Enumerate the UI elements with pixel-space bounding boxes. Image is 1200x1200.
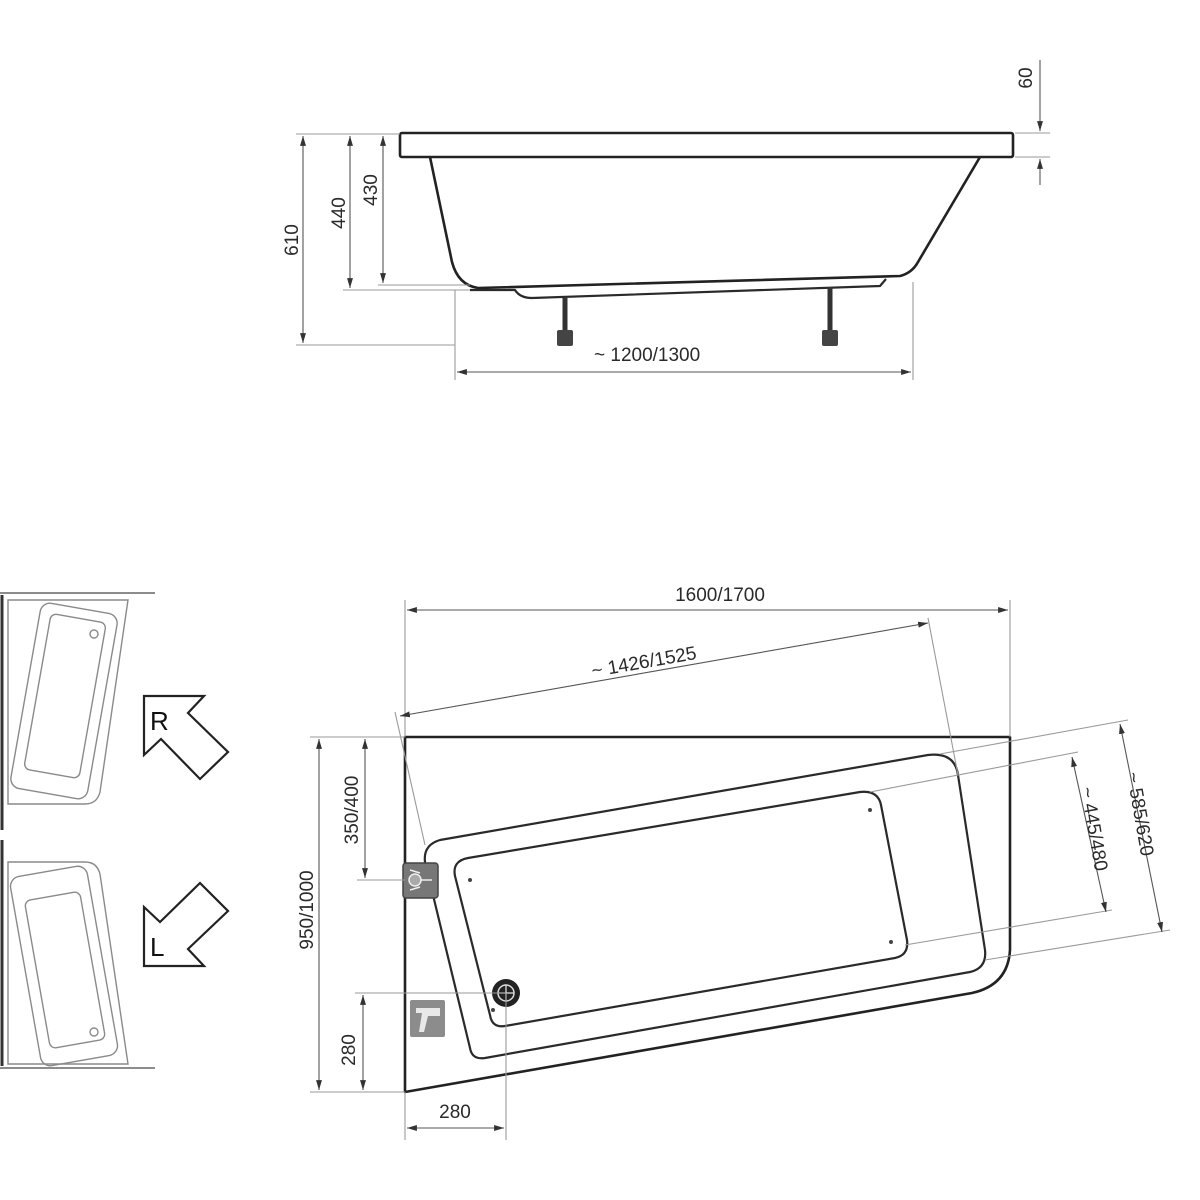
dim-label-445-480: ~ 445/480 bbox=[1076, 785, 1111, 872]
plan-view: 1600/1700 ~ 1426/1525 950/1000 350/400 2… bbox=[297, 585, 1171, 1140]
tub-outline bbox=[403, 735, 1012, 1094]
leg-right bbox=[822, 287, 838, 346]
side-view: 610 440 430 60 ~ 1200/1300 bbox=[282, 60, 1050, 380]
tub-body bbox=[428, 156, 982, 290]
dim-line-585 bbox=[1119, 723, 1163, 933]
arrow-left-orientation: L bbox=[142, 881, 230, 968]
overflow-valve-icon bbox=[402, 862, 439, 899]
tub-rim-inner-edge bbox=[423, 753, 987, 1060]
dim-label-585-620: ~ 585/620 bbox=[1122, 770, 1157, 857]
dim-label-280-horizontal: 280 bbox=[439, 1102, 471, 1123]
dim-label-60: 60 bbox=[1016, 67, 1037, 88]
tub-basin bbox=[453, 790, 909, 1028]
basin-marker-dots bbox=[468, 808, 893, 1012]
dim-label-280-vertical: 280 bbox=[339, 1034, 360, 1066]
dim-line-445 bbox=[1071, 756, 1107, 913]
dim-label-440: 440 bbox=[329, 197, 350, 229]
thumbnail-left-hand-tub bbox=[7, 861, 129, 1067]
orientation-label-r: R bbox=[150, 706, 169, 736]
tub-base-frame bbox=[470, 278, 887, 300]
dim-label-350-400: 350/400 bbox=[342, 776, 363, 845]
orientation-label-l: L bbox=[150, 932, 164, 962]
faucet-position-icon bbox=[410, 1000, 445, 1037]
dim-label-1600-1700: 1600/1700 bbox=[675, 585, 765, 606]
dim-label-1200-1300: ~ 1200/1300 bbox=[594, 345, 700, 366]
orientation-legend: R L bbox=[0, 592, 230, 1069]
dim-label-950-1000: 950/1000 bbox=[297, 870, 318, 949]
leg-left bbox=[557, 298, 573, 346]
dim-label-430: 430 bbox=[361, 174, 382, 206]
tub-rim bbox=[398, 131, 1015, 159]
dim-label-610: 610 bbox=[282, 224, 303, 256]
dim-label-1426-1525: ~ 1426/1525 bbox=[590, 643, 698, 682]
thumbnail-right-hand-tub bbox=[7, 599, 129, 805]
arrow-right-orientation: R bbox=[142, 694, 230, 781]
dim-line-1426 bbox=[399, 621, 929, 718]
